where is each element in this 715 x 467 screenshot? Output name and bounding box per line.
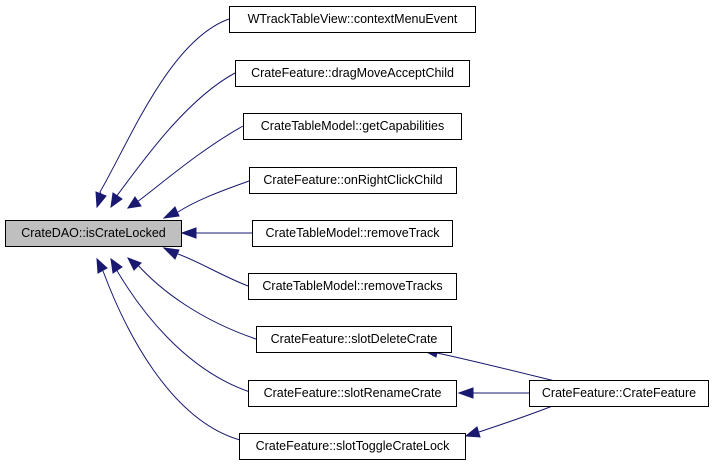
edge-contextmenuevent-to-iscratelocked — [99, 18, 230, 195]
node-cratefeature-slotdeletecrate[interactable]: CrateFeature::slotDeleteCrate — [256, 326, 452, 353]
edge-slotrenamecrate-to-iscratelocked — [115, 268, 251, 393]
arrowhead-contextmenuevent — [95, 191, 107, 209]
node-cratetablemodel-removetracks[interactable]: CrateTableModel::removeTracks — [248, 273, 457, 300]
node-cratefeature-slotrenamecrate[interactable]: CrateFeature::slotRenameCrate — [248, 380, 457, 407]
arrowhead-dragmoveacceptchild — [110, 192, 123, 209]
arrowhead-cratefeature-slottogglecratelock — [464, 426, 481, 438]
node-cratefeature-onrightclickchild[interactable]: CrateFeature::onRightClickChild — [249, 167, 457, 194]
node-cratefeature-dragmoveacceptchild[interactable]: CrateFeature::dragMoveAcceptChild — [235, 60, 470, 87]
edge-dragmoveacceptchild-to-iscratelocked — [115, 72, 236, 198]
edge-slottogglecratelock-to-iscratelocked — [102, 270, 241, 441]
node-cratedao-iscratelocked[interactable]: CrateDAO::isCrateLocked — [5, 220, 182, 247]
arrowhead-slotdeletecrate — [126, 257, 142, 271]
arrowhead-slottogglecratelock — [96, 257, 108, 274]
arrowhead-cratefeature-slotrenamecrate — [457, 387, 474, 399]
edge-onrightclickchild-to-iscratelocked — [177, 180, 250, 213]
node-cratetablemodel-removetrack[interactable]: CrateTableModel::removeTrack — [252, 220, 453, 247]
edge-cratefeature-to-slotdeletecrate — [436, 352, 556, 382]
node-wtracktableview-contextmenuevent[interactable]: WTrackTableView::contextMenuEvent — [229, 6, 476, 33]
node-cratetablemodel-getcapabilities[interactable]: CrateTableModel::getCapabilities — [243, 113, 462, 140]
edge-removetracks-to-iscratelocked — [177, 253, 249, 287]
arrowhead-removetrack — [180, 227, 197, 239]
arrowhead-removetracks — [162, 247, 180, 260]
edge-cratefeature-to-slottogglecratelock — [478, 404, 556, 433]
edge-slotdeletecrate-to-iscratelocked — [136, 263, 257, 340]
node-cratefeature-slottogglecratelock[interactable]: CrateFeature::slotToggleCrateLock — [239, 433, 466, 460]
arrowhead-getcapabilities — [126, 196, 142, 209]
node-cratefeature-cratefeature[interactable]: CrateFeature::CrateFeature — [529, 380, 709, 407]
arrowhead-onrightclickchild — [162, 206, 180, 219]
arrowhead-slotrenamecrate — [110, 257, 123, 274]
edge-getcapabilities-to-iscratelocked — [136, 125, 244, 203]
